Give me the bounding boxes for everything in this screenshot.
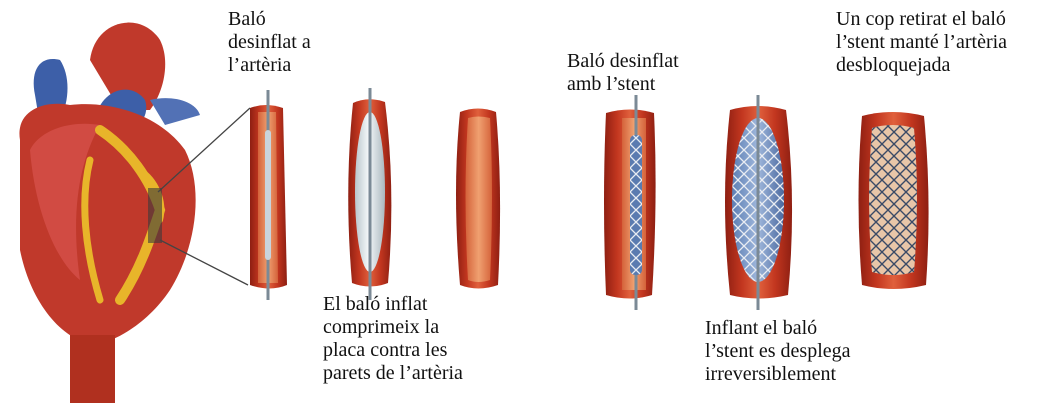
caption-stent-placed: Un cop retirat el baló l’stent manté l’a… — [836, 8, 1007, 77]
caption-line: placa contra les — [323, 339, 463, 362]
caption-line: Baló desinflat — [567, 50, 679, 73]
artery-stent-expanding — [725, 95, 792, 310]
caption-line: El baló inflat — [323, 293, 463, 316]
caption-line: l’stent es desplega — [705, 340, 851, 363]
caption-line: parets de l’artèria — [323, 362, 463, 385]
caption-stent-expanding: Inflant el baló l’stent es desplega irre… — [705, 317, 851, 386]
caption-line: Inflant el baló — [705, 317, 851, 340]
artery-inflated-balloon — [348, 88, 391, 300]
caption-line: comprimeix la — [323, 316, 463, 339]
caption-deflated-balloon: Baló desinflat a l’artèria — [228, 8, 311, 77]
caption-inflated-balloon: El baló inflat comprimeix la placa contr… — [323, 293, 463, 385]
caption-line: desbloquejada — [836, 54, 1007, 77]
caption-line: l’artèria — [228, 54, 311, 77]
caption-line: Baló — [228, 8, 311, 31]
artery-stent-placed — [859, 112, 929, 289]
artery-cleared — [456, 109, 500, 289]
heart-illustration — [19, 23, 200, 403]
caption-line: Un cop retirat el baló — [836, 8, 1007, 31]
caption-balloon-with-stent: Baló desinflat amb l’stent — [567, 50, 679, 96]
caption-line: amb l’stent — [567, 73, 679, 96]
caption-line: desinflat a — [228, 31, 311, 54]
caption-line: irreversiblement — [705, 363, 851, 386]
artery-deflated-balloon — [250, 90, 287, 300]
caption-line: l’stent manté l’artèria — [836, 31, 1007, 54]
artery-balloon-with-stent — [604, 95, 656, 310]
